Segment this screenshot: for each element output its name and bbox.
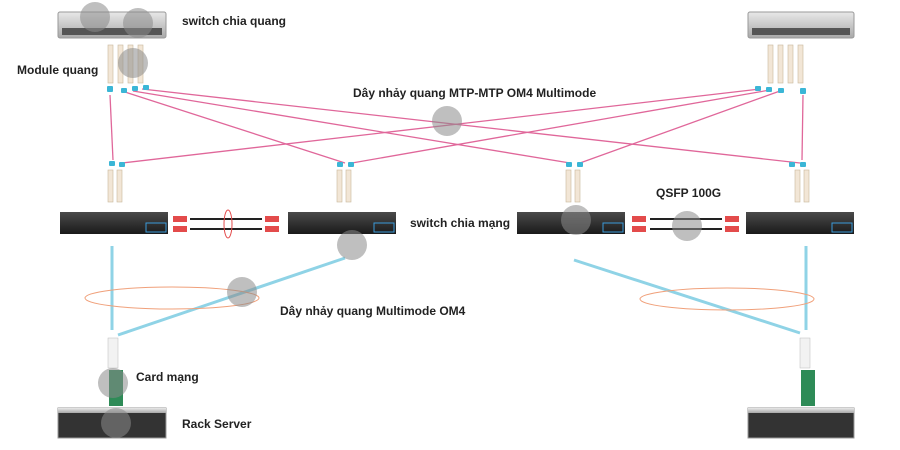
rack-server-right — [747, 407, 855, 439]
mtp-connectors — [107, 85, 806, 167]
transceiver-modules-mid — [107, 169, 810, 203]
module-label: Module quang — [17, 63, 99, 77]
mtp-cable-label: Dây nhảy quang MTP-MTP OM4 Multimode — [353, 86, 597, 100]
core-switch-right — [747, 11, 855, 39]
tag-icon — [672, 211, 702, 241]
access-switch-2 — [288, 212, 396, 234]
mtp-cable — [109, 94, 114, 161]
mtp-cable — [801, 94, 804, 161]
transceiver-modules-top — [107, 44, 804, 84]
om4-cable-label: Dây nhảy quang Multimode OM4 — [280, 304, 466, 318]
mtp-cable — [141, 88, 801, 164]
tag-icon — [118, 48, 148, 78]
qsfp-label: QSFP 100G — [656, 186, 722, 200]
highlight-rings — [84, 286, 815, 311]
mtp-cable — [351, 89, 771, 164]
access-switch-1 — [60, 212, 168, 234]
tag-icon — [80, 2, 110, 32]
network-card-right — [799, 337, 815, 406]
access-switch-4 — [746, 212, 854, 234]
mtp-cable — [132, 90, 571, 164]
access-switch-label: switch chia mạng — [410, 216, 511, 230]
tag-icons — [80, 2, 702, 438]
mtp-cable — [579, 90, 781, 164]
mtp-cable — [124, 91, 346, 164]
nic-label: Card mạng — [136, 370, 199, 384]
tag-icon — [227, 277, 257, 307]
core-switch-label: switch chia quang — [182, 14, 287, 28]
tag-icon — [123, 8, 153, 38]
om4-cables — [110, 246, 808, 337]
tag-icon — [101, 408, 131, 438]
tag-icon — [98, 368, 128, 398]
tag-icon — [561, 205, 591, 235]
tag-icon — [337, 230, 367, 260]
server-label: Rack Server — [182, 417, 252, 431]
tag-icon — [432, 106, 462, 136]
